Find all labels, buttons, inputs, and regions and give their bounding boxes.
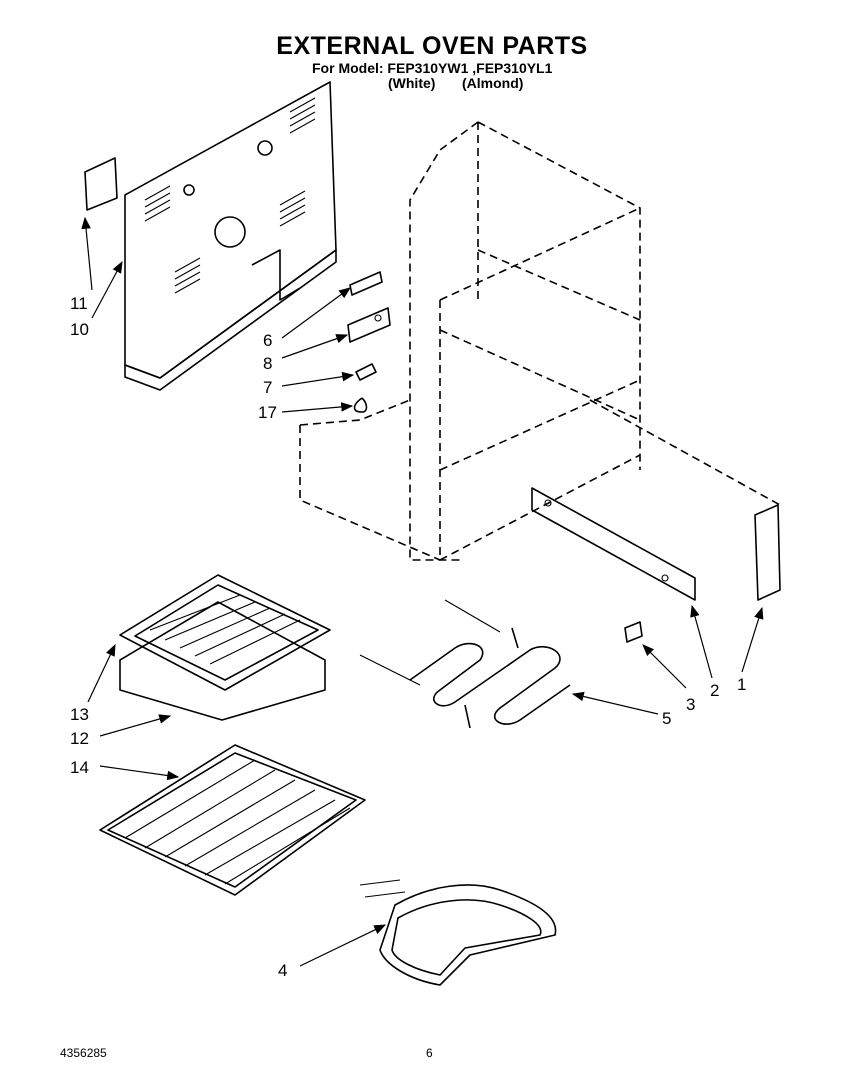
page-number: 6 (426, 1046, 433, 1060)
callout-1: 1 (737, 675, 746, 694)
variant-white-label: (White) (388, 75, 436, 91)
callout-10: 10 (70, 320, 89, 339)
model-line: For Model: FEP310YW1 ,FEP310YL1 (312, 60, 553, 76)
side-trim-part-2 (531, 487, 696, 601)
end-cap-part-1 (754, 504, 781, 601)
callout-3: 3 (686, 695, 695, 714)
oven-cabinet-outline (299, 121, 781, 561)
clip-part-3 (624, 621, 643, 643)
leader-lines (81, 216, 764, 967)
variant-almond-label: (Almond) (462, 75, 524, 91)
callout-4: 4 (278, 961, 287, 980)
callout-2: 2 (710, 681, 719, 700)
callout-14: 14 (70, 758, 89, 777)
page-title: EXTERNAL OVEN PARTS (276, 32, 588, 60)
oven-rack-part-14 (99, 744, 366, 896)
callout-12: 12 (70, 729, 89, 748)
callout-13: 13 (70, 705, 89, 724)
document-number: 4356285 (60, 1046, 107, 1060)
bracket-part-11 (84, 157, 118, 211)
broil-element-part-5 (359, 599, 571, 729)
callout-7: 7 (263, 378, 272, 397)
callout-5: 5 (662, 709, 671, 728)
callout-17: 17 (258, 403, 277, 422)
small-parts-cluster (347, 271, 391, 413)
callout-11: 11 (70, 294, 88, 313)
bake-element-part-4 (359, 879, 557, 986)
callout-8: 8 (263, 354, 272, 373)
broiler-pan-part-12-13 (119, 574, 331, 721)
back-panel-part-10 (124, 81, 337, 391)
callout-6: 6 (263, 331, 272, 350)
